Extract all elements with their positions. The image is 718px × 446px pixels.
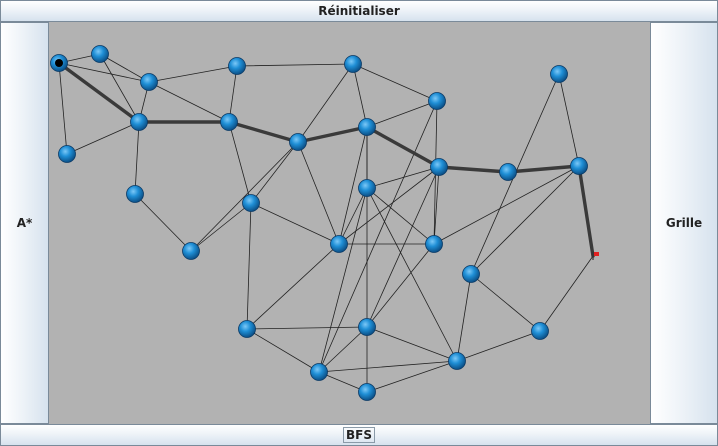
graph-edge <box>148 81 230 123</box>
graph-edge <box>236 63 354 67</box>
graph-node[interactable] <box>126 185 144 203</box>
graph-node[interactable] <box>499 163 517 181</box>
graph-node[interactable] <box>462 265 480 283</box>
path-edge <box>437 165 510 174</box>
astar-button-label: A* <box>16 216 33 230</box>
graph-node[interactable] <box>289 133 307 151</box>
path-edge <box>365 125 441 169</box>
graph-edge <box>246 202 252 330</box>
bfs-button-label: BFS <box>343 427 375 443</box>
graph-edge <box>366 243 435 328</box>
graph-node[interactable] <box>58 145 76 163</box>
graph-node[interactable] <box>358 179 376 197</box>
graph-edge <box>99 53 140 123</box>
graph-node[interactable] <box>228 57 246 75</box>
graph-edge <box>366 326 458 362</box>
graph-edge <box>318 100 438 373</box>
graph-edge <box>134 193 192 252</box>
graph-node[interactable] <box>330 235 348 253</box>
graph-edge <box>366 100 438 128</box>
edges-layer <box>58 53 594 393</box>
graph-node[interactable] <box>140 73 158 91</box>
graph-node[interactable] <box>358 318 376 336</box>
graph-edge <box>366 166 440 328</box>
graph-edge <box>456 330 541 362</box>
graph-edge <box>148 65 238 83</box>
astar-button[interactable]: A* <box>0 22 49 424</box>
graph-canvas[interactable] <box>49 22 650 424</box>
graph-edge <box>338 187 368 245</box>
graph-node[interactable] <box>531 322 549 340</box>
graph-edge <box>99 53 150 83</box>
path-edge <box>227 120 300 144</box>
graph-edge <box>246 328 320 373</box>
graph-edge <box>297 141 340 245</box>
graph-edge <box>352 63 368 128</box>
graph-node[interactable] <box>570 157 588 175</box>
graph-edge <box>246 326 368 330</box>
grid-button[interactable]: Grille <box>650 22 718 424</box>
graph-edge <box>366 187 458 362</box>
graph-edge <box>58 62 150 83</box>
graph-edge <box>352 63 438 102</box>
path-edge <box>296 125 369 144</box>
graph-edge <box>433 166 440 245</box>
graph-edge <box>190 202 252 252</box>
graph-edge <box>134 121 140 195</box>
graph-node[interactable] <box>425 235 443 253</box>
graph-edge <box>338 166 440 245</box>
graph-edge <box>433 165 580 245</box>
graph-edge <box>539 255 594 332</box>
graph-edge <box>58 62 68 155</box>
graph-edge <box>470 273 541 332</box>
graph-edge <box>250 141 299 204</box>
graph-edge <box>246 243 340 330</box>
graph-node[interactable] <box>238 320 256 338</box>
graph-node[interactable] <box>344 55 362 73</box>
graph-svg <box>50 45 599 401</box>
graph-edge <box>66 121 140 155</box>
graph-edge <box>338 126 368 245</box>
bfs-button[interactable]: BFS <box>0 424 718 446</box>
goal-flag-icon[interactable] <box>592 252 599 260</box>
graph-node[interactable] <box>242 194 260 212</box>
graph-edge <box>366 360 458 393</box>
path-edge <box>577 164 595 258</box>
graph-node[interactable] <box>220 113 238 131</box>
graph-node[interactable] <box>91 45 109 63</box>
graph-edge <box>190 141 299 252</box>
reset-button[interactable]: Réinitialiser <box>0 0 718 22</box>
nodes-layer <box>50 45 599 401</box>
path-edge <box>506 164 581 174</box>
graph-edge <box>228 65 238 123</box>
graph-edge <box>297 63 354 143</box>
graph-node[interactable] <box>430 158 448 176</box>
graph-node[interactable] <box>182 242 200 260</box>
graph-edge <box>250 202 340 245</box>
reset-button-label: Réinitialiser <box>318 4 400 18</box>
path-edge <box>57 61 141 124</box>
graph-edge <box>366 166 440 189</box>
graph-node[interactable] <box>448 352 466 370</box>
graph-node[interactable] <box>550 65 568 83</box>
graph-node[interactable] <box>358 118 376 136</box>
graph-node[interactable] <box>358 383 376 401</box>
graph-node[interactable] <box>428 92 446 110</box>
path-layer <box>57 61 595 258</box>
graph-node[interactable] <box>310 363 328 381</box>
graph-edge <box>456 273 472 362</box>
graph-edge <box>470 165 580 275</box>
graph-edge <box>318 326 368 373</box>
graph-node[interactable] <box>130 113 148 131</box>
grid-button-label: Grille <box>665 216 703 230</box>
graph-edge <box>318 360 458 373</box>
graph-edge <box>228 121 252 204</box>
start-marker-icon <box>55 59 63 67</box>
graph-edge <box>558 73 580 167</box>
graph-edge <box>366 187 435 245</box>
graph-edge <box>318 187 368 373</box>
